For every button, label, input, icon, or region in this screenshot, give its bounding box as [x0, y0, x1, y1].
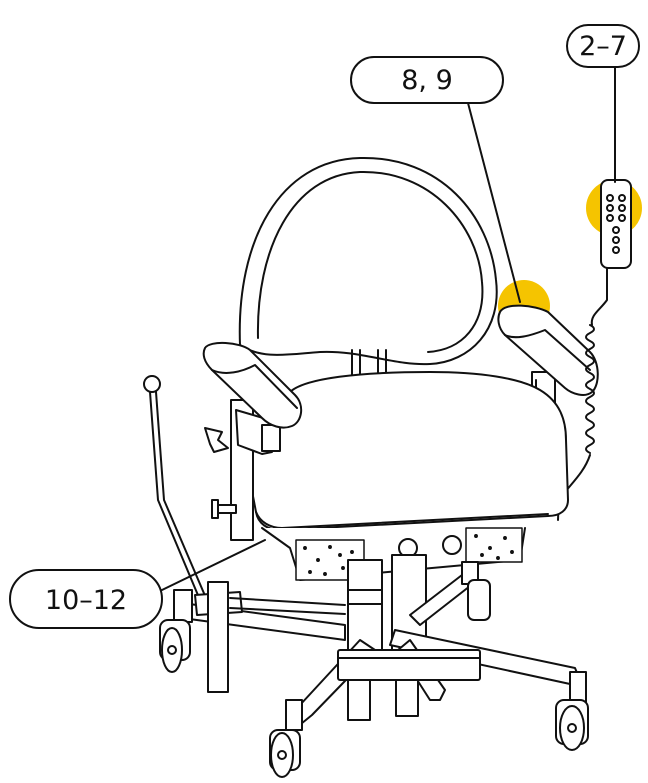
callout-remote: 2–7: [566, 24, 640, 68]
lever-rod: [149, 391, 207, 601]
remote-cable: [590, 267, 608, 326]
caster-back: [461, 561, 491, 621]
lever-foot: [207, 581, 229, 693]
callout-armrest-label: 8, 9: [401, 65, 453, 96]
callout-armrest: 8, 9: [350, 56, 504, 104]
footrest-leg-right: [395, 679, 419, 717]
remote-button: [612, 226, 620, 234]
left-knob: [211, 499, 237, 519]
backrest: [238, 156, 498, 366]
callout-lever: 10–12: [9, 569, 163, 629]
remote-button: [612, 236, 620, 244]
left-clamp: [261, 424, 281, 452]
caster-left: [159, 589, 193, 673]
leader-lever: [161, 539, 266, 591]
remote-button: [618, 204, 626, 212]
left-star-knob: [204, 427, 229, 453]
footrest: [337, 649, 481, 681]
leader-armrest: [467, 102, 521, 303]
seat-knob-right: [442, 535, 462, 555]
remote-control: [600, 179, 632, 269]
remote-button: [606, 204, 614, 212]
caster-right: [555, 671, 589, 751]
remote-button: [612, 246, 620, 254]
remote-button: [618, 194, 626, 202]
backrest-inner: [256, 170, 484, 353]
right-armrest: [497, 304, 599, 396]
lever-bar: [229, 597, 346, 615]
callout-lever-label: 10–12: [45, 585, 127, 616]
remote-button: [606, 214, 614, 222]
remote-coil: [585, 324, 595, 454]
lever-ball: [143, 375, 161, 393]
right-armrest-edge: [504, 329, 591, 371]
callout-remote-label: 2–7: [579, 31, 627, 62]
remote-button: [606, 194, 614, 202]
gas-lift-ring: [347, 589, 383, 605]
footrest-leg-left: [347, 679, 371, 721]
left-armrest: [202, 342, 303, 429]
caster-front: [269, 699, 303, 778]
remote-button: [618, 214, 626, 222]
left-armrest-edge: [211, 364, 298, 409]
